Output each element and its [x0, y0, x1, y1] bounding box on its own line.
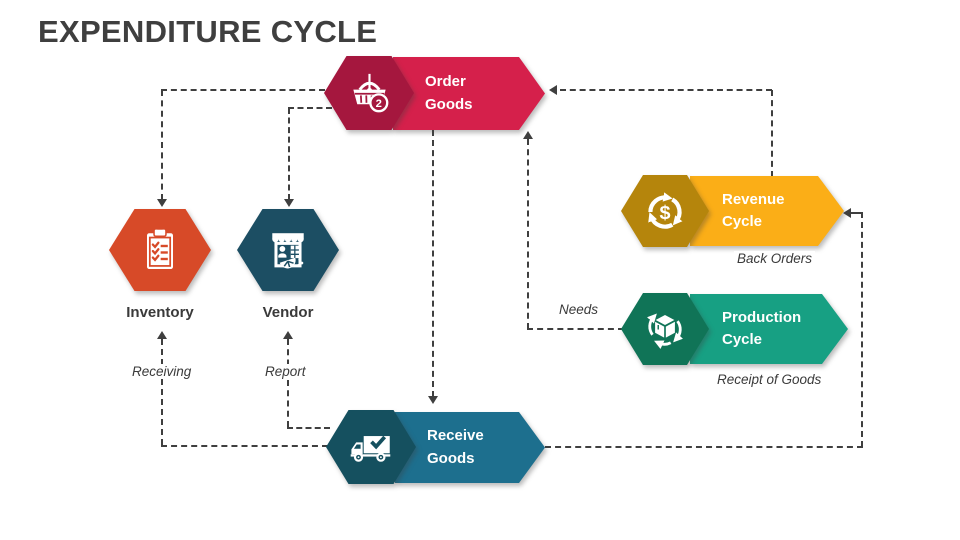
receive-goods-label: Receive Goods — [427, 427, 484, 467]
truck-check-icon — [350, 435, 391, 462]
connector-receive-to-vendor-h — [287, 427, 330, 429]
revenue-cycle-banner: Revenue Cycle — [690, 176, 844, 246]
receive-goods-banner: Receive Goods — [395, 412, 545, 483]
connector-revenue-to-order-h — [560, 89, 772, 91]
arrowhead-into-inventory-top — [157, 199, 167, 207]
revenue-cycle-hexagon: $ — [621, 175, 709, 247]
edge-label-receiving: Receiving — [129, 364, 195, 379]
connector-receive-to-revenue-h — [545, 446, 863, 448]
connector-receive-to-revenue-h2 — [851, 212, 863, 214]
inventory-hexagon — [109, 209, 211, 291]
dollar-symbol: $ — [659, 202, 670, 224]
page-title: EXPENDITURE CYCLE — [38, 14, 378, 49]
connector-order-to-receive-v — [432, 130, 434, 397]
edge-label-needs: Needs — [556, 302, 602, 317]
receive-goods-hexagon — [326, 410, 416, 484]
arrowhead-into-receive-top — [428, 396, 438, 404]
production-cycle-label: Production Cycle — [722, 308, 802, 348]
arrowhead-into-order-bottom — [523, 131, 533, 139]
connector-receive-to-vendor-v — [287, 339, 289, 427]
edge-label-back-orders: Back Orders — [734, 251, 816, 266]
dollar-recycle-icon: $ — [648, 192, 683, 229]
connector-revenue-to-order-v — [771, 90, 773, 177]
connector-production-to-order-h — [527, 328, 624, 330]
connector-production-to-order-v — [527, 139, 529, 329]
connector-receive-to-inventory-v — [161, 339, 163, 445]
connector-order-to-vendor-v — [288, 108, 290, 200]
production-cycle-banner: Production Cycle — [690, 294, 848, 364]
clipboard-icon — [147, 227, 173, 269]
basket-icon: 2 — [352, 73, 388, 112]
edge-label-report: Report — [262, 364, 309, 379]
order-goods-hexagon: 2 — [324, 56, 414, 130]
vendor-label: Vendor — [262, 304, 314, 321]
connector-order-to-inventory-v — [161, 90, 163, 200]
order-goods-banner: Order Goods — [393, 57, 545, 130]
basket-badge-count: 2 — [375, 97, 381, 109]
connector-receive-to-revenue-v — [861, 212, 863, 447]
production-cycle-hexagon — [621, 293, 709, 365]
arrowhead-into-inventory-bottom — [157, 331, 167, 339]
edge-label-receipt-of-goods: Receipt of Goods — [714, 372, 825, 387]
arrowhead-into-vendor-top — [284, 199, 294, 207]
connector-order-to-inventory-h — [161, 89, 325, 91]
arrowhead-into-order-right — [549, 85, 557, 95]
box-recycle-icon — [647, 313, 683, 349]
arrowhead-into-revenue-tip — [843, 208, 851, 218]
connector-order-to-vendor-h — [288, 107, 332, 109]
vendor-hexagon — [237, 209, 339, 291]
storefront-icon — [272, 233, 304, 269]
connector-receive-to-inventory-h — [161, 445, 328, 447]
inventory-label: Inventory — [126, 304, 194, 321]
order-goods-label: Order Goods — [425, 73, 473, 113]
arrowhead-into-vendor-bottom — [283, 331, 293, 339]
revenue-cycle-label: Revenue Cycle — [722, 190, 785, 230]
